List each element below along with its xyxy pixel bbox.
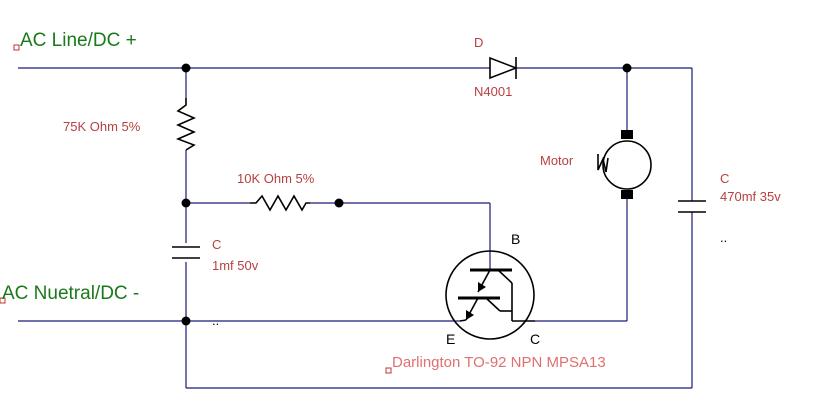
diode-ref: D — [474, 35, 483, 50]
pin-label-emitter: E — [446, 331, 455, 347]
transistor-label: Darlington TO-92 NPN MPSA13 — [392, 354, 606, 371]
c1-value: 1mf 50v — [212, 258, 259, 273]
terminal-marker — [13, 44, 20, 51]
capacitor-c2 — [678, 200, 706, 213]
motor-circle — [602, 140, 652, 190]
junction-dot — [181, 316, 191, 326]
resistor-r1 — [175, 98, 196, 151]
junction-dot — [334, 198, 344, 208]
motor-label: Motor — [540, 153, 574, 168]
motor-brush-bottom — [621, 190, 633, 199]
resistor-r2 — [250, 194, 310, 212]
arrow-lower — [466, 310, 474, 320]
r1-value: 75K Ohm 5% — [63, 119, 141, 134]
c1-ref: C — [212, 237, 221, 252]
net-label-ac-line: AC Line/DC + — [20, 30, 137, 51]
diode-part: N4001 — [474, 84, 512, 99]
r2-value: 10K Ohm 5% — [237, 171, 315, 186]
terminal-marker — [385, 367, 392, 374]
diode-triangle — [489, 56, 519, 80]
emitter-lead — [459, 319, 467, 322]
dots-annotation-1: .. — [212, 313, 219, 328]
arrow-upper — [478, 282, 486, 292]
net-label-ac-neutral: AC Nuetral/DC - — [2, 283, 139, 304]
pin-label-base: B — [511, 231, 520, 247]
junction-dot — [622, 63, 632, 73]
motor-m — [597, 130, 652, 199]
motor-brush-top — [621, 130, 633, 139]
junction-dot — [181, 198, 191, 208]
transistor-envelope — [445, 250, 535, 340]
diode-d — [489, 56, 519, 80]
junction-dot — [181, 63, 191, 73]
wires — [18, 67, 693, 389]
c2-value: 470mf 35v — [720, 189, 781, 204]
dots-annotation-2: .. — [720, 230, 727, 245]
darlington-transistor — [445, 250, 535, 340]
pin-label-collector: C — [530, 331, 540, 347]
motor-coil-mark — [597, 154, 609, 173]
collector-upper — [497, 269, 513, 284]
terminal-marker — [0, 297, 6, 304]
capacitor-c1 — [172, 246, 200, 259]
collector-lower — [485, 297, 501, 312]
c2-ref: C — [720, 171, 729, 186]
junctions — [181, 63, 632, 326]
